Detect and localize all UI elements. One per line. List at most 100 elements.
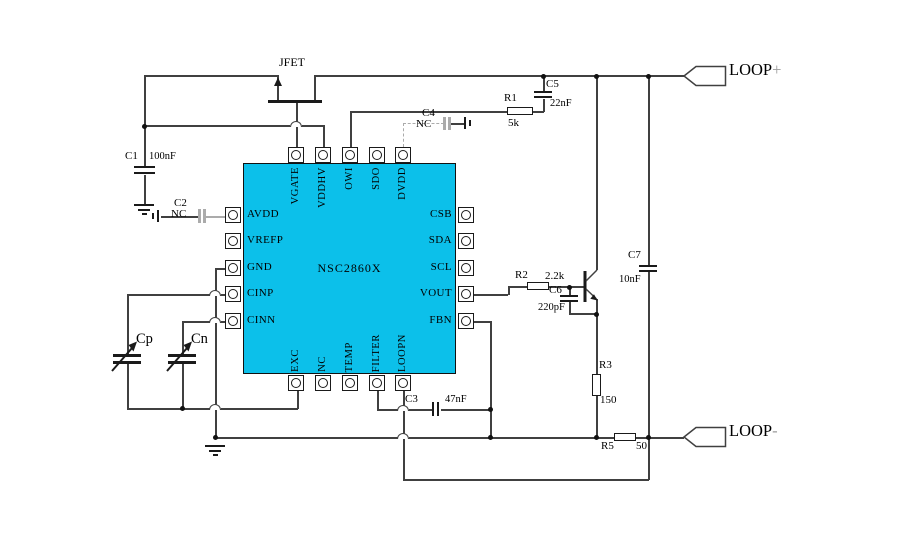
pin-pad-circle (345, 150, 355, 160)
pin-pad-circle (345, 378, 355, 388)
wire (350, 111, 352, 148)
c5-ref: C5 (546, 78, 559, 90)
pin-pad-circle (228, 236, 238, 246)
wire (403, 123, 404, 147)
wire (569, 287, 571, 296)
pin-label: GND (247, 261, 273, 273)
wire (636, 437, 684, 439)
wire (403, 479, 649, 481)
wire (221, 408, 298, 410)
pin-pad-sda (458, 233, 474, 249)
c6-plate (560, 294, 578, 297)
ground-icon (141, 213, 147, 215)
pin-label: CSB (430, 208, 452, 220)
pin-pad-vrefp (225, 233, 241, 249)
wire (490, 321, 492, 438)
r5-value: 50 (636, 440, 647, 452)
c1-ref: C1 (125, 150, 138, 162)
pin-pad-circle (461, 263, 471, 273)
wire (543, 99, 545, 112)
pin-label: CINP (247, 287, 274, 299)
pin-pad-circle (461, 316, 471, 326)
pin-pad-circle (291, 150, 301, 160)
junction-dot (179, 406, 185, 412)
wire (409, 409, 433, 411)
ground-icon (205, 445, 225, 447)
c7-plate (639, 264, 657, 267)
pin-label: FBN (429, 314, 452, 326)
wire (182, 321, 184, 355)
ground-icon (212, 454, 218, 456)
junction-dot (141, 124, 147, 130)
jfet-channel-bar (268, 100, 322, 103)
pin-label: VDDHV (317, 167, 328, 208)
resistor-r3 (592, 374, 601, 396)
pin-label: LOOPN (397, 333, 408, 372)
pin-pad-owi (342, 147, 358, 163)
cp-variable-arrow-icon (111, 341, 137, 372)
c2-plate (203, 209, 206, 223)
wire (127, 364, 129, 409)
wire (474, 294, 508, 296)
loop-minus-terminal (682, 426, 727, 448)
pin-label: OWI (344, 167, 355, 190)
c7-plate (639, 269, 657, 272)
c7-ref: C7 (628, 249, 641, 261)
c3-ref: C3 (405, 393, 418, 405)
wire (182, 321, 210, 323)
ic-chip-body (243, 163, 456, 374)
ground-icon (134, 204, 154, 206)
c4-ref: C4 (422, 107, 435, 119)
wire (350, 111, 508, 113)
c3-value: 47nF (445, 394, 467, 405)
wire (127, 294, 210, 296)
c4-value: NC (416, 118, 432, 130)
junction-dot (540, 74, 546, 80)
pin-pad-avdd (225, 207, 241, 223)
wire-hop (209, 289, 221, 296)
resistor-r2 (527, 282, 549, 290)
wire (543, 76, 545, 92)
loop-minus-label: LOOP- (729, 421, 778, 440)
pin-pad-circle (461, 236, 471, 246)
pin-label: SDA (428, 234, 452, 246)
wire (302, 125, 324, 127)
jfet-arrow-icon (274, 77, 282, 86)
wire (221, 321, 226, 323)
wire (508, 286, 510, 295)
c3-plate (436, 402, 439, 416)
wire (409, 437, 615, 439)
pin-pad-loopn (395, 375, 411, 391)
ground-icon (138, 208, 150, 211)
pin-label: VOUT (419, 287, 452, 299)
wire (441, 409, 491, 411)
wire (648, 76, 650, 266)
wire (377, 391, 379, 410)
junction-dot (487, 407, 493, 413)
pin-pad-circle (318, 150, 328, 160)
loop-plus-label: LOOP+ (729, 60, 782, 79)
ground-icon (209, 449, 221, 452)
wire (144, 75, 277, 77)
c6-ref: C6 (549, 284, 562, 296)
c4-plate (443, 117, 446, 130)
pin-pad-cinp (225, 286, 241, 302)
mini-ground-icon (152, 213, 154, 219)
c3-plate (431, 402, 434, 416)
pin-pad-vgate (288, 147, 304, 163)
pin-pad-vddhv (315, 147, 331, 163)
pin-label: VREFP (247, 234, 284, 246)
wire (569, 313, 597, 315)
wire (221, 294, 226, 296)
pin-pad-circle (291, 378, 301, 388)
wire (377, 409, 398, 411)
pin-label: AVDD (247, 208, 279, 220)
wire (127, 408, 210, 410)
r5-ref: R5 (601, 440, 614, 452)
pin-pad-scl (458, 260, 474, 276)
wire (182, 364, 184, 409)
c5-value: 22nF (550, 98, 572, 109)
c7-value: 10nF (619, 274, 641, 285)
pin-pad-circle (461, 289, 471, 299)
